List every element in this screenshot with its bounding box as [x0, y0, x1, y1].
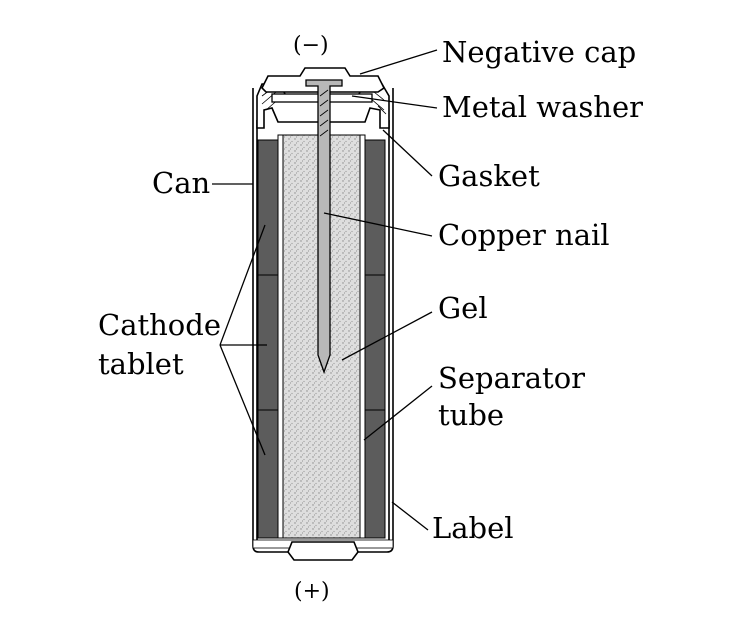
cathode-right-3 — [364, 409, 386, 539]
leader-negative-cap — [359, 49, 438, 75]
separator-right — [359, 134, 366, 539]
label-separator-line1: Separator — [438, 361, 585, 395]
label-negative-cap: Negative cap — [442, 35, 636, 69]
leader-cathode-3 — [219, 344, 266, 456]
label-can: Can — [152, 166, 210, 200]
leader-metal-washer — [351, 95, 438, 109]
label-cathode-line2: tablet — [98, 347, 184, 381]
leader-gasket — [382, 129, 433, 177]
cathode-left-1 — [257, 139, 279, 276]
label-cathode-line1: Cathode — [98, 308, 221, 342]
gasket-hatch — [261, 89, 387, 115]
cathode-left-2 — [257, 274, 279, 411]
label-gasket: Gasket — [438, 159, 540, 193]
leader-lines — [212, 49, 438, 531]
label-separator-line2: tube — [438, 398, 504, 432]
label-metal-washer: Metal washer — [442, 90, 643, 124]
leader-cathode-1 — [219, 224, 266, 346]
cathode-right-1 — [364, 139, 386, 276]
negative-terminal-label: (−) — [293, 33, 329, 58]
label-gel: Gel — [438, 291, 488, 325]
positive-terminal-label: (+) — [294, 579, 330, 604]
copper-nail-hatch — [319, 89, 329, 137]
leader-separator — [363, 385, 433, 441]
cathode-left-3 — [257, 409, 279, 539]
separator-left — [277, 134, 284, 539]
label-label: Label — [432, 511, 514, 545]
leader-copper-nail — [323, 212, 433, 237]
leader-gel — [341, 311, 433, 361]
label-copper-nail: Copper nail — [438, 218, 610, 252]
copper-nail — [305, 79, 343, 374]
leader-label — [391, 501, 429, 531]
positive-terminal — [287, 541, 359, 561]
